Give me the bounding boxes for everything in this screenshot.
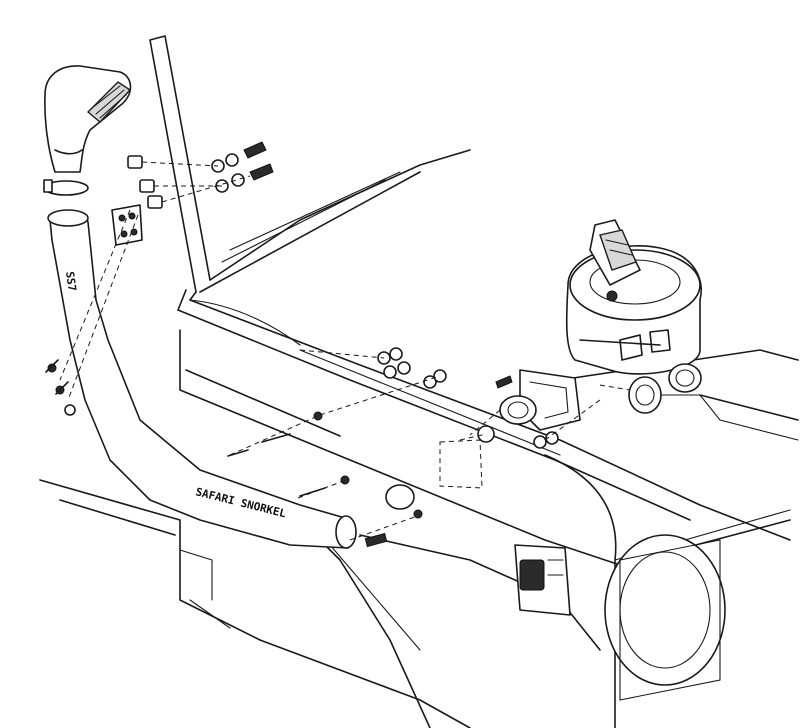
air-inlet-adapter-icon xyxy=(459,369,601,449)
entry-grommet-icon xyxy=(385,484,423,519)
body-template-cutout-icon xyxy=(439,439,483,489)
mounting-bracket-icon xyxy=(111,204,143,246)
fender-stud-set-icon xyxy=(227,347,447,548)
windscreen-bolt-set-icon xyxy=(45,141,274,416)
snorkel-head-icon xyxy=(44,65,132,173)
snorkel-mark-text: SS7 xyxy=(63,271,79,292)
snorkel-body-icon: SAFARI SNORKEL SS7 xyxy=(47,209,357,549)
hose-clamp-pair-icon xyxy=(599,363,702,414)
upper-hose-clamp-icon xyxy=(43,179,89,196)
air-cleaner-assembly-icon xyxy=(565,219,702,375)
vehicle-body-outline-icon xyxy=(39,35,799,728)
